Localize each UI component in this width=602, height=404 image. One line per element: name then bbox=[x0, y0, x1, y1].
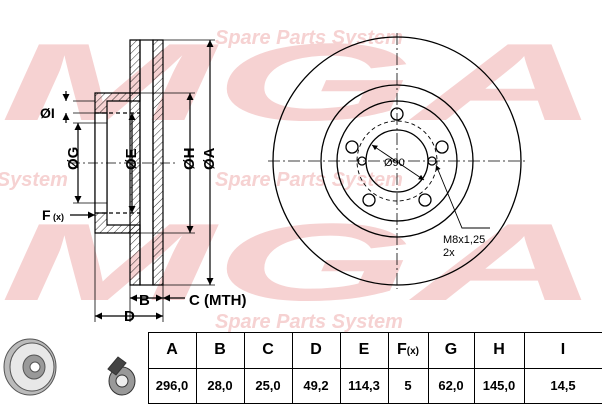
caliper-thumbnail-icon bbox=[107, 355, 136, 395]
brake-disc-drawing: MGA MGA Spare Parts System Spare Parts S… bbox=[0, 21, 600, 332]
section-view bbox=[62, 39, 215, 322]
label-e: ØE bbox=[123, 148, 140, 170]
label-f-suffix: (x) bbox=[53, 212, 64, 222]
spec-table: A B C D E F(x) G H I 296,0 28,0 25,0 49,… bbox=[0, 332, 602, 404]
watermark-tagline-left: Spare Parts System bbox=[0, 169, 68, 191]
disc-thumbnail-icon bbox=[3, 338, 136, 395]
bolt-hole bbox=[345, 140, 359, 154]
inner-friction-ring bbox=[152, 39, 164, 286]
label-thread-count: 2x bbox=[443, 247, 455, 259]
value-b: 28,0 bbox=[195, 367, 245, 404]
label-f: F bbox=[42, 207, 51, 223]
label-c: C (MTH) bbox=[189, 292, 246, 309]
header-h: H bbox=[473, 332, 525, 369]
value-h: 145,0 bbox=[473, 367, 525, 404]
watermark-brand-lower: MGA bbox=[0, 201, 600, 324]
bolt-hole bbox=[418, 193, 432, 207]
label-g: ØG bbox=[65, 147, 82, 170]
header-d: D bbox=[291, 332, 341, 369]
product-thumbnails bbox=[0, 332, 148, 404]
header-f: F(x) bbox=[387, 332, 429, 369]
label-thread: M8x1,25 bbox=[443, 234, 485, 246]
watermark-tagline-top: Spare Parts System bbox=[215, 27, 403, 49]
watermark: MGA MGA Spare Parts System Spare Parts S… bbox=[0, 21, 600, 332]
header-f-suffix: (x) bbox=[406, 346, 419, 358]
vent-channel bbox=[139, 39, 154, 286]
header-c: C bbox=[243, 332, 293, 369]
header-i: I bbox=[523, 332, 602, 369]
value-a: 296,0 bbox=[147, 367, 197, 404]
header-f-main: F bbox=[396, 341, 407, 359]
value-c: 25,0 bbox=[243, 367, 293, 404]
label-b: B bbox=[139, 292, 150, 309]
header-g: G bbox=[427, 332, 475, 369]
bolt-hole bbox=[435, 140, 449, 154]
center-dim-leader bbox=[371, 144, 425, 181]
value-d: 49,2 bbox=[291, 367, 341, 404]
label-d: D bbox=[124, 308, 135, 325]
front-view bbox=[268, 33, 526, 289]
value-g: 62,0 bbox=[427, 367, 475, 404]
watermark-tagline-mid: Spare Parts System bbox=[215, 169, 403, 191]
header-a: A bbox=[147, 332, 197, 369]
watermark-tagline-bottom: Spare Parts System bbox=[215, 311, 403, 332]
label-a: ØA bbox=[201, 147, 218, 170]
value-e: 114,3 bbox=[339, 367, 389, 404]
label-h: ØH bbox=[181, 148, 198, 171]
value-i: 14,5 bbox=[523, 367, 602, 404]
label-i: ØI bbox=[40, 105, 55, 121]
value-f: 5 bbox=[387, 367, 429, 404]
label-center: Ø90 bbox=[384, 157, 405, 169]
bolt-hole bbox=[362, 193, 376, 207]
header-e: E bbox=[339, 332, 389, 369]
header-b: B bbox=[195, 332, 245, 369]
thread-leader bbox=[435, 164, 490, 229]
